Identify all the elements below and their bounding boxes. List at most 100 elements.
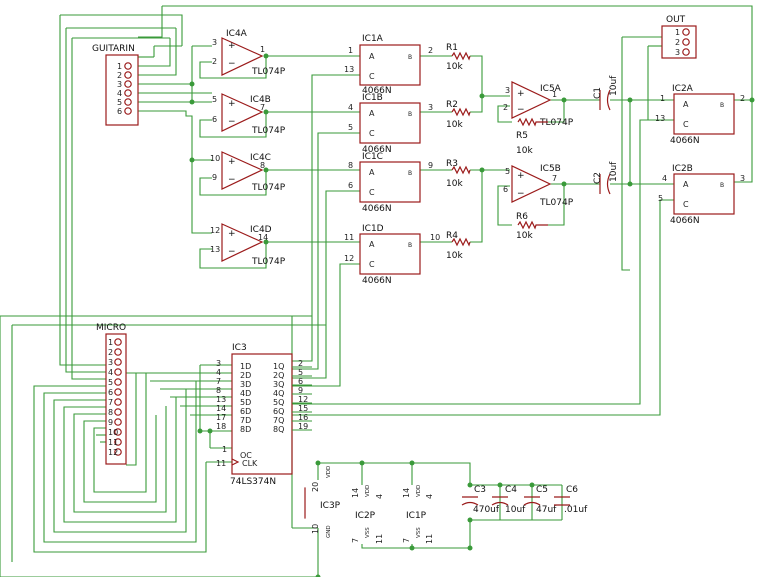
svg-text:10k: 10k: [446, 251, 463, 261]
svg-text:A: A: [683, 100, 689, 109]
latch-d-pin: 17: [216, 413, 226, 422]
micro-pin-number: 4: [108, 368, 113, 377]
ic4d-name: IC4D: [250, 225, 272, 235]
switch-ic1c: IC1C 4066N A B C 8 9 6: [348, 152, 433, 214]
power-ic3p: IC3P VDD GND 20 10: [304, 466, 341, 538]
micro-pin-number: 3: [108, 358, 113, 367]
svg-text:9: 9: [428, 161, 433, 170]
svg-text:4066N: 4066N: [362, 86, 392, 96]
svg-text:6: 6: [348, 181, 353, 190]
junctions: [189, 53, 755, 577]
svg-text:1: 1: [660, 94, 665, 103]
micro-pin-number: 2: [108, 348, 113, 357]
svg-text:+: +: [517, 89, 525, 99]
switch-ic1a: IC1A 4066N A B C 1 2 13: [344, 34, 433, 96]
ic5b-name: IC5B: [540, 164, 561, 174]
opamp-ic5b: 5 6 7 IC5B TL074P + −: [503, 164, 574, 208]
latch-d-label: 8D: [240, 425, 251, 434]
micro-pin: [114, 358, 122, 366]
capacitor-c6: C6 .01uf: [554, 485, 588, 515]
svg-text:IC1C: IC1C: [362, 152, 383, 162]
svg-text:R5: R5: [516, 131, 528, 141]
svg-text:2: 2: [740, 94, 745, 103]
svg-text:11: 11: [425, 534, 434, 544]
resistor-r3: R3 10k: [446, 159, 471, 189]
svg-text:IC3: IC3: [232, 343, 247, 353]
resistor-r5: R5 10k: [516, 117, 548, 156]
latch-d-label: 5D: [240, 398, 251, 407]
svg-text:C3: C3: [474, 485, 486, 495]
switch-ic2a: IC2A 4066N A B C 1 2 13: [655, 84, 745, 146]
power-ic1p: IC1P VDD VSS 14 7 4 11: [402, 485, 434, 544]
latch-q-label: 4Q: [273, 389, 284, 398]
svg-text:+: +: [228, 229, 236, 239]
svg-text:A: A: [369, 52, 375, 61]
latch-d-pin: 14: [216, 404, 226, 413]
svg-text:VDD: VDD: [326, 466, 332, 478]
svg-text:C4: C4: [505, 485, 517, 495]
svg-text:A: A: [369, 240, 375, 249]
micro-pin: [114, 398, 122, 406]
switch-ic2b: IC2B 4066N A B C 4 3 5: [658, 164, 745, 226]
ic4c-part: TL074P: [251, 183, 286, 193]
svg-text:IC1A: IC1A: [362, 34, 384, 44]
latch-q-pin: 2: [298, 359, 303, 368]
guitarin-pin: [124, 98, 132, 106]
svg-text:B: B: [408, 54, 412, 61]
micro-pin: [114, 448, 122, 456]
latch-q-label: 1Q: [273, 362, 284, 371]
svg-text:IC2A: IC2A: [672, 84, 694, 94]
svg-text:7: 7: [402, 538, 411, 543]
svg-text:2: 2: [428, 46, 433, 55]
latch-d-label: 6D: [240, 407, 251, 416]
ic4a-part: TL074P: [251, 67, 286, 77]
svg-text:10: 10: [430, 233, 440, 242]
svg-text:4: 4: [375, 494, 384, 499]
guitarin-pin: [124, 71, 132, 79]
switch-ic1d: IC1D 4066N A B C 11 10 12: [344, 224, 440, 286]
latch-q-label: 5Q: [273, 398, 284, 407]
guitarin-pin: [124, 80, 132, 88]
svg-text:VSS: VSS: [365, 527, 371, 538]
svg-text:IC3P: IC3P: [320, 501, 341, 511]
latch-d-pin: 3: [216, 359, 221, 368]
svg-text:4066N: 4066N: [362, 276, 392, 286]
svg-text:R4: R4: [446, 231, 458, 241]
latch-q-label: 3Q: [273, 380, 284, 389]
svg-text:5: 5: [505, 167, 510, 176]
svg-text:4066N: 4066N: [670, 136, 700, 146]
svg-text:5: 5: [348, 123, 353, 132]
latch-q-pin: 9: [298, 386, 303, 395]
svg-text:4066N: 4066N: [670, 216, 700, 226]
ic5a-part: TL074P: [539, 118, 574, 128]
guitarin-pin-number: 4: [117, 89, 122, 98]
svg-text:B: B: [720, 102, 724, 109]
out-pin: [682, 38, 690, 46]
svg-text:10: 10: [210, 154, 220, 163]
svg-text:10k: 10k: [516, 231, 533, 241]
svg-text:3: 3: [740, 174, 745, 183]
svg-text:IC2B: IC2B: [672, 164, 693, 174]
micro-label: MICRO: [96, 323, 126, 333]
svg-text:11: 11: [216, 459, 226, 468]
ic5b-part: TL074P: [539, 198, 574, 208]
guitarin-pin-number: 1: [117, 62, 122, 71]
micro-pin-number: 8: [108, 408, 113, 417]
svg-text:.01uf: .01uf: [564, 505, 588, 515]
capacitor-c2: C2 10uf: [593, 161, 619, 195]
latch-d-pin: 8: [216, 386, 221, 395]
ic4d-part: TL074P: [251, 257, 286, 267]
svg-text:3: 3: [505, 86, 510, 95]
guitarin-pin-number: 2: [117, 71, 122, 80]
svg-text:6: 6: [503, 185, 508, 194]
latch-d-pin: 13: [216, 395, 226, 404]
latch-d-label: 2D: [240, 371, 251, 380]
svg-text:A: A: [369, 168, 375, 177]
svg-text:C5: C5: [536, 485, 548, 495]
svg-text:3: 3: [212, 38, 217, 47]
svg-text:OC: OC: [240, 451, 252, 460]
svg-text:11: 11: [344, 233, 354, 242]
micro-pin-number: 6: [108, 388, 113, 397]
